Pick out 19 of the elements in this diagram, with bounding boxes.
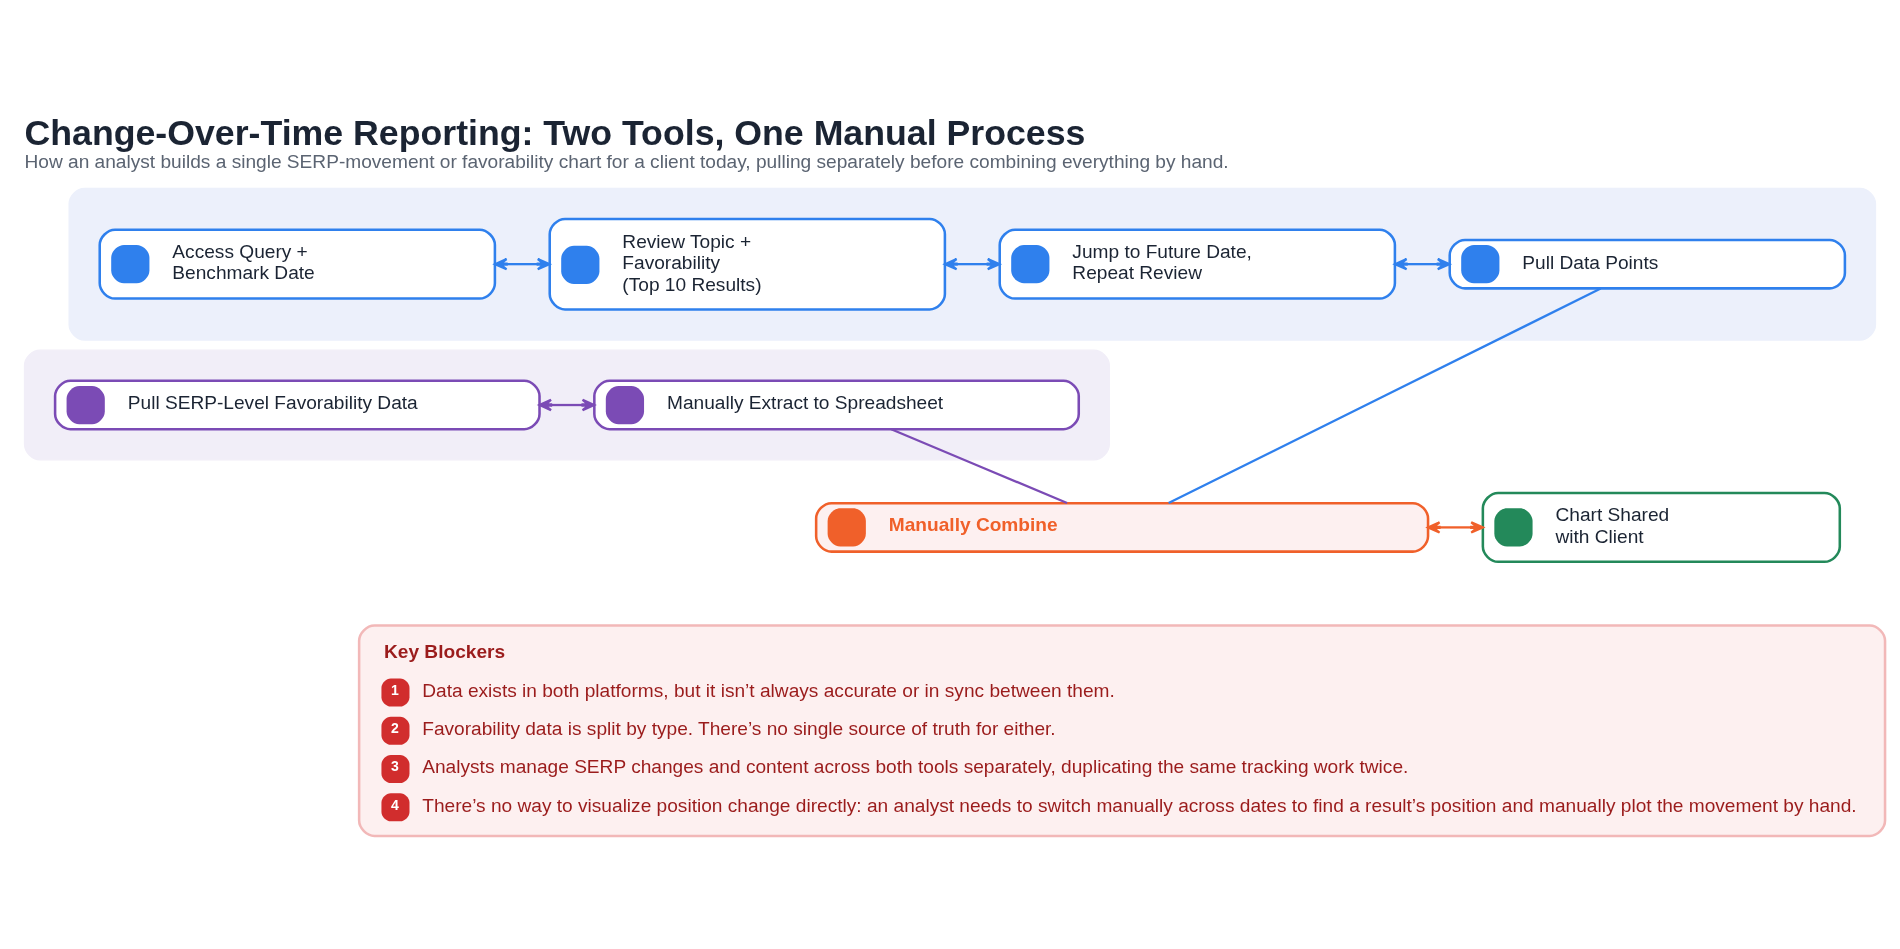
arrow [943, 257, 1001, 271]
node-box: Access Query + Benchmark Date [98, 228, 497, 300]
node-box: Pull SERP-Level Favorability Data [53, 379, 541, 431]
arrow [493, 257, 551, 271]
arrow [1393, 257, 1451, 271]
node-box: Pull Data Points [1448, 238, 1847, 290]
arrow [1426, 521, 1484, 534]
node-box: Chart Shared with Client [1481, 491, 1842, 564]
node-box: Manually Extract to Spreadsheet [593, 379, 1081, 431]
cluster [68, 187, 1877, 341]
node-box: Review Topic + Favorability (Top 10 Results) [548, 217, 947, 311]
diagram-title: Change-Over-Time Reporting: Two Tools, One Manual Process [24, 113, 1086, 154]
connector [890, 428, 1068, 505]
node-box: Jump to Future Date, Repeat Review [998, 228, 1397, 300]
node-box: Manually Combine [814, 501, 1430, 553]
node-box: Key Blockers 1 Data exists in both platforms, but it isn’t always accurate or in sync between them. 2 Favorability data is split by type. There’s no single source of truth for either. 3 Analysts manage SERP changes and content across both tools separately, duplicating the same tracking work twice. 4 There’s no way to visualize position change directly: an analyst needs to switch manually across dates to find a result’s position and manually plot the movement by hand. [357, 624, 1887, 838]
cluster [23, 349, 1110, 461]
arrow [538, 398, 596, 412]
connector [1168, 287, 1602, 505]
